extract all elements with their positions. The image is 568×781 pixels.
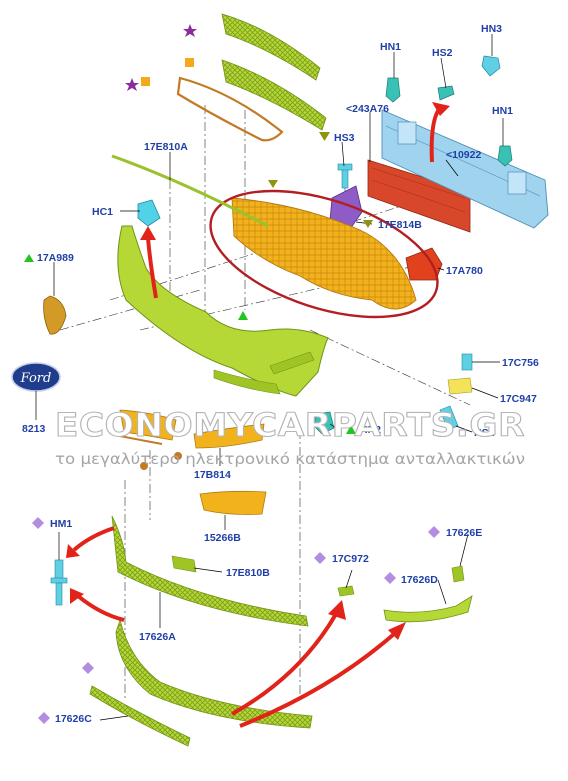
diamond-marker-17c972 bbox=[314, 552, 326, 564]
diamond-marker-hm1 bbox=[32, 517, 44, 529]
bumper-cover bbox=[117, 225, 329, 397]
watermark-tagline: το μεγαλύτερο ηλεκτρονικό κατάστημα αντα… bbox=[55, 450, 525, 468]
diamond-marker-17626d bbox=[384, 572, 396, 584]
red-arrows bbox=[66, 102, 450, 728]
strip-17e810a bbox=[111, 154, 269, 228]
star-marker-grille-top bbox=[183, 24, 197, 37]
leader-lines bbox=[35, 34, 504, 721]
label-17626d: 17626D bbox=[401, 574, 438, 586]
nut-hn1-top bbox=[385, 77, 401, 103]
part-labels: HN1 HS2 HN3 <243A76 HN1 <10922 17E810A H… bbox=[22, 23, 539, 725]
upper-grille-middle bbox=[221, 59, 327, 131]
triangle-marker-hs3 bbox=[319, 132, 330, 141]
grille-surround-frame bbox=[176, 76, 284, 142]
clip-17c972 bbox=[337, 585, 355, 597]
label-hm1: HM1 bbox=[50, 518, 72, 530]
clip-hc1 bbox=[137, 199, 161, 227]
label-17c756: 17C756 bbox=[502, 357, 539, 369]
label-17e814b: 17E814B bbox=[378, 219, 422, 231]
star-marker-frame bbox=[125, 78, 139, 91]
nut-hn1-right bbox=[497, 145, 513, 167]
triangle-marker-17e814b bbox=[363, 220, 373, 228]
side-bracket-17a989 bbox=[43, 295, 67, 335]
symbol-markers bbox=[24, 24, 440, 724]
label-17c972: 17C972 bbox=[332, 553, 369, 565]
label-17626e: 17626E bbox=[446, 527, 482, 539]
label-hs1: HS1 bbox=[474, 427, 495, 439]
triangle-marker-17a989 bbox=[24, 254, 34, 262]
highlight-ellipse bbox=[209, 189, 439, 319]
square-marker-grille-middle bbox=[185, 58, 194, 67]
fog-lamp-grille-17b814 bbox=[193, 423, 265, 449]
nut-hn2 bbox=[313, 411, 335, 435]
label-10922: <10922 bbox=[446, 149, 481, 161]
side-trim-17626d bbox=[383, 595, 473, 623]
arrow-hm1-upper bbox=[66, 526, 115, 558]
arrow-17626d bbox=[239, 622, 406, 728]
arrow-hm1-lower bbox=[70, 588, 125, 622]
bumper-reinforcement-beam bbox=[381, 109, 549, 229]
label-hn2: HN2 bbox=[360, 424, 381, 436]
ford-logo-text: Ford bbox=[20, 371, 52, 386]
label-243a76: <243A76 bbox=[346, 103, 389, 115]
triangle-marker-hn2 bbox=[346, 425, 356, 434]
sensor-holder-17c947 bbox=[447, 377, 473, 395]
label-17a989: 17A989 bbox=[37, 252, 74, 264]
fog-lamp-grille-left bbox=[119, 409, 182, 470]
square-marker-frame bbox=[141, 77, 150, 86]
lower-lip-17626a bbox=[111, 515, 309, 627]
label-15266b: 15266B bbox=[204, 532, 241, 544]
label-17626a: 17626A bbox=[139, 631, 176, 643]
bracket-17a780 bbox=[405, 247, 443, 281]
label-hn1-top: HN1 bbox=[380, 41, 401, 53]
screw-hs1 bbox=[439, 405, 459, 431]
watermark-brand: ECONOMYCARPARTS.GR bbox=[55, 406, 525, 444]
label-17e810b: 17E810B bbox=[226, 567, 270, 579]
label-hs3: HS3 bbox=[334, 132, 355, 144]
lower-spoiler bbox=[115, 618, 313, 729]
fog-lamp-bezel-15266b bbox=[199, 490, 267, 515]
screw-hs2 bbox=[437, 85, 455, 101]
label-hc1: HC1 bbox=[92, 206, 113, 218]
nut-hn3 bbox=[481, 55, 501, 77]
clip-17e810b bbox=[171, 555, 197, 573]
sensor-17c756 bbox=[461, 353, 473, 371]
bracket-17e814b bbox=[329, 185, 363, 233]
label-hn1-right: HN1 bbox=[492, 105, 513, 117]
clip-17626e bbox=[451, 565, 465, 583]
upper-grille-top bbox=[221, 13, 321, 81]
rivet-hm1 bbox=[50, 559, 68, 606]
triangle-marker-deflector bbox=[268, 180, 278, 188]
lower-trim-17626c bbox=[89, 685, 191, 747]
label-17626c: 17626C bbox=[55, 713, 92, 725]
arrow-17c972 bbox=[231, 600, 346, 716]
triangle-marker-bumper bbox=[238, 311, 248, 320]
label-17e810a: 17E810A bbox=[144, 141, 188, 153]
label-17a780: 17A780 bbox=[446, 265, 483, 277]
screw-hs3 bbox=[337, 163, 353, 189]
ford-badge: Ford bbox=[11, 362, 61, 392]
label-hn3: HN3 bbox=[481, 23, 502, 35]
label-17c947: 17C947 bbox=[500, 393, 537, 405]
diamond-marker-17626c bbox=[38, 712, 50, 724]
watermark: ECONOMYCARPARTS.GR το μεγαλύτερο ηλεκτρο… bbox=[54, 405, 525, 468]
diamond-marker-17626e bbox=[428, 526, 440, 538]
label-17b814: 17B814 bbox=[194, 469, 231, 481]
diamond-marker-spoiler bbox=[82, 662, 94, 674]
arrow-hs2 bbox=[429, 102, 450, 163]
label-hs2: HS2 bbox=[432, 47, 453, 59]
lower-deflector-orange bbox=[231, 197, 417, 310]
label-8213: 8213 bbox=[22, 423, 46, 435]
arrow-hc1 bbox=[140, 226, 158, 299]
